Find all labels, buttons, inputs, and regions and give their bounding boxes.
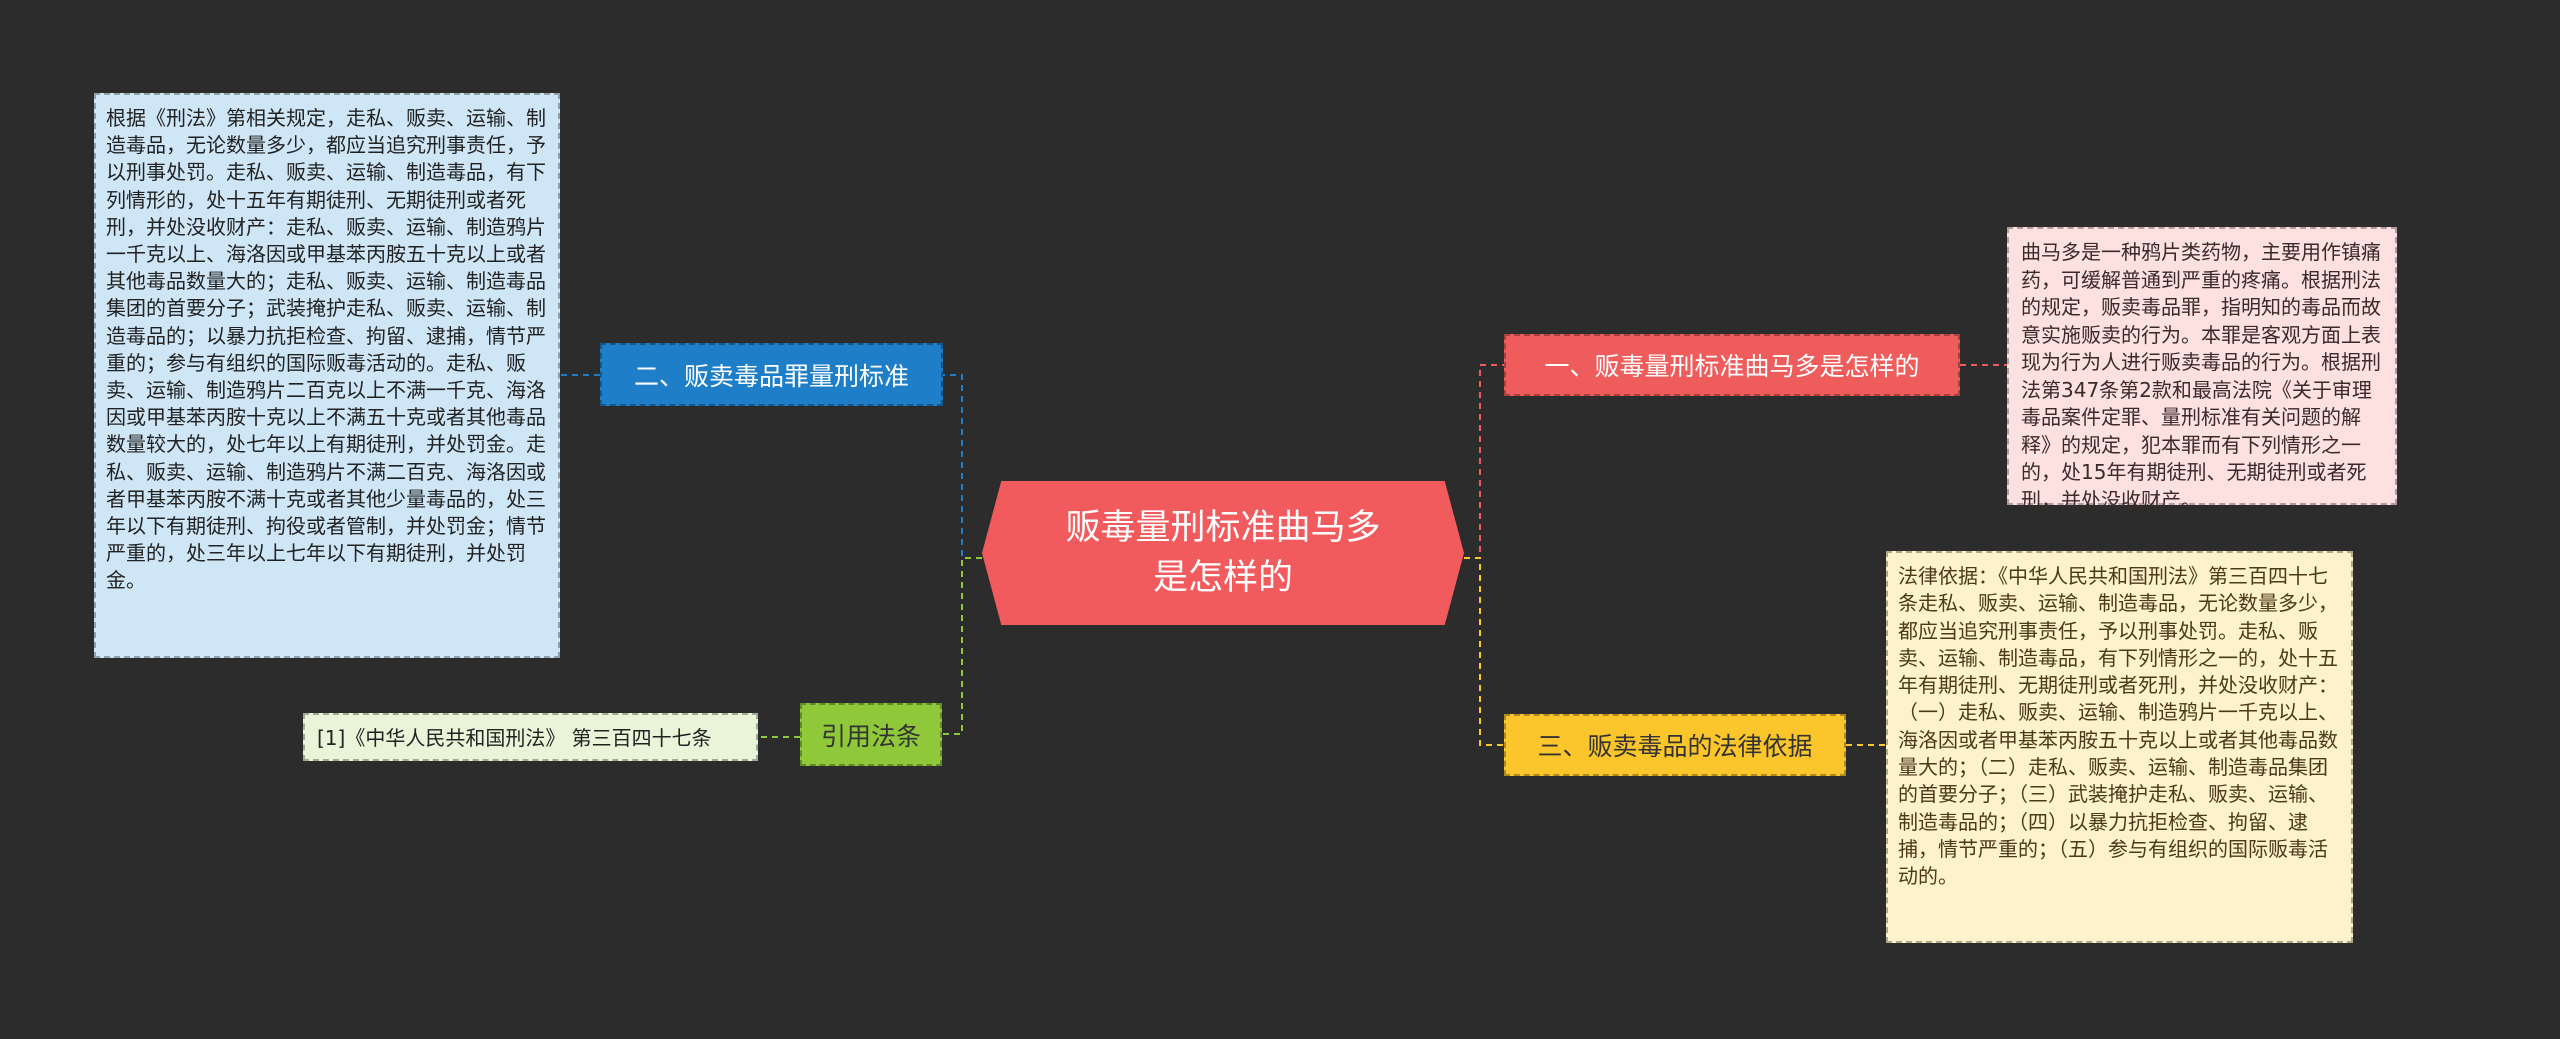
leaf-text: 根据《刑法》第相关规定，走私、贩卖、运输、制造毒品，无论数量多少，都应当追究刑事…	[106, 106, 546, 593]
central-topic-label: 贩毒量刑标准曲马多是怎样的	[1065, 508, 1381, 598]
leaf-note-3[interactable]: 法律依据：《中华人民共和国刑法》第三百四十七条走私、贩卖、运输、制造毒品，无论数…	[1886, 551, 2353, 943]
branch-label: 二、贩卖毒品罪量刑标准	[633, 361, 909, 391]
connector-central-b4	[942, 557, 982, 735]
branch-label: 一、贩毒量刑标准曲马多是怎样的	[1544, 352, 1920, 381]
leaf-note-1[interactable]: 曲马多是一种鸦片类药物，主要用作镇痛药，可缓解普通到严重的疼痛。根据刑法的规定，…	[2007, 227, 2397, 512]
branch-node-2[interactable]: 二、贩卖毒品罪量刑标准	[600, 343, 943, 406]
branch-node-4[interactable]: 引用法条	[800, 703, 942, 766]
branch-node-3[interactable]: 三、贩卖毒品的法律依据	[1504, 714, 1846, 776]
connector-central-b3	[1464, 557, 1504, 746]
branch-label: 引用法条	[820, 721, 921, 751]
connector-central-b1	[1464, 364, 1504, 559]
leaf-text: 曲马多是一种鸦片类药物，主要用作镇痛药，可缓解普通到严重的疼痛。根据刑法的规定，…	[2021, 240, 2381, 512]
connector-central-b2	[943, 374, 982, 559]
branch-label: 三、贩卖毒品的法律依据	[1537, 732, 1813, 761]
leaf-note-2[interactable]: 根据《刑法》第相关规定，走私、贩卖、运输、制造毒品，无论数量多少，都应当追究刑事…	[94, 93, 560, 658]
leaf-note-4[interactable]: [1]《中华人民共和国刑法》 第三百四十七条	[303, 713, 758, 761]
central-topic[interactable]: 贩毒量刑标准曲马多是怎样的	[982, 481, 1464, 625]
branch-node-1[interactable]: 一、贩毒量刑标准曲马多是怎样的	[1504, 334, 1960, 396]
leaf-text: 法律依据：《中华人民共和国刑法》第三百四十七条走私、贩卖、运输、制造毒品，无论数…	[1898, 564, 2338, 889]
leaf-text: [1]《中华人民共和国刑法》 第三百四十七条	[317, 726, 712, 750]
